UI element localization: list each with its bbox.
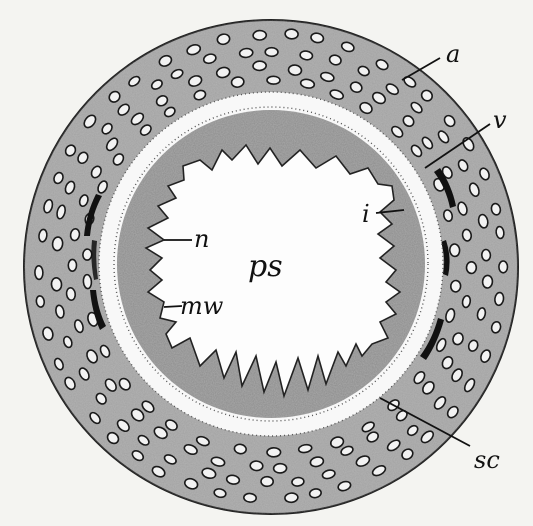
pore-oval — [253, 61, 267, 71]
pore-oval — [466, 262, 476, 274]
pore-oval — [52, 236, 63, 251]
pore-oval — [68, 259, 76, 271]
pore-oval — [288, 64, 302, 75]
label-n: n — [194, 225, 209, 253]
pore-oval — [499, 261, 508, 273]
label-ps: ps — [248, 249, 283, 284]
pore-oval — [243, 493, 256, 503]
label-v: v — [493, 106, 507, 134]
pore-oval — [253, 30, 267, 40]
label-mw: mw — [180, 292, 224, 320]
pore-oval — [261, 477, 273, 487]
pore-oval — [267, 448, 281, 457]
pore-oval — [35, 266, 43, 280]
pore-oval — [83, 274, 92, 289]
pore-oval — [273, 463, 286, 473]
pore-oval — [83, 249, 93, 261]
pore-oval — [239, 48, 253, 58]
pore-oval — [51, 277, 62, 291]
pore-oval — [285, 29, 299, 40]
pore-oval — [449, 244, 460, 257]
pore-oval — [250, 461, 263, 471]
pore-oval — [265, 48, 278, 57]
pore-oval — [482, 275, 493, 288]
pore-oval — [481, 249, 490, 261]
pore-oval — [450, 280, 461, 292]
pore-oval — [267, 76, 280, 84]
pore-oval — [291, 477, 304, 487]
label-sc: sc — [474, 446, 500, 474]
label-a: a — [446, 40, 460, 68]
label-i: i — [362, 200, 370, 228]
pore-oval — [285, 493, 299, 503]
